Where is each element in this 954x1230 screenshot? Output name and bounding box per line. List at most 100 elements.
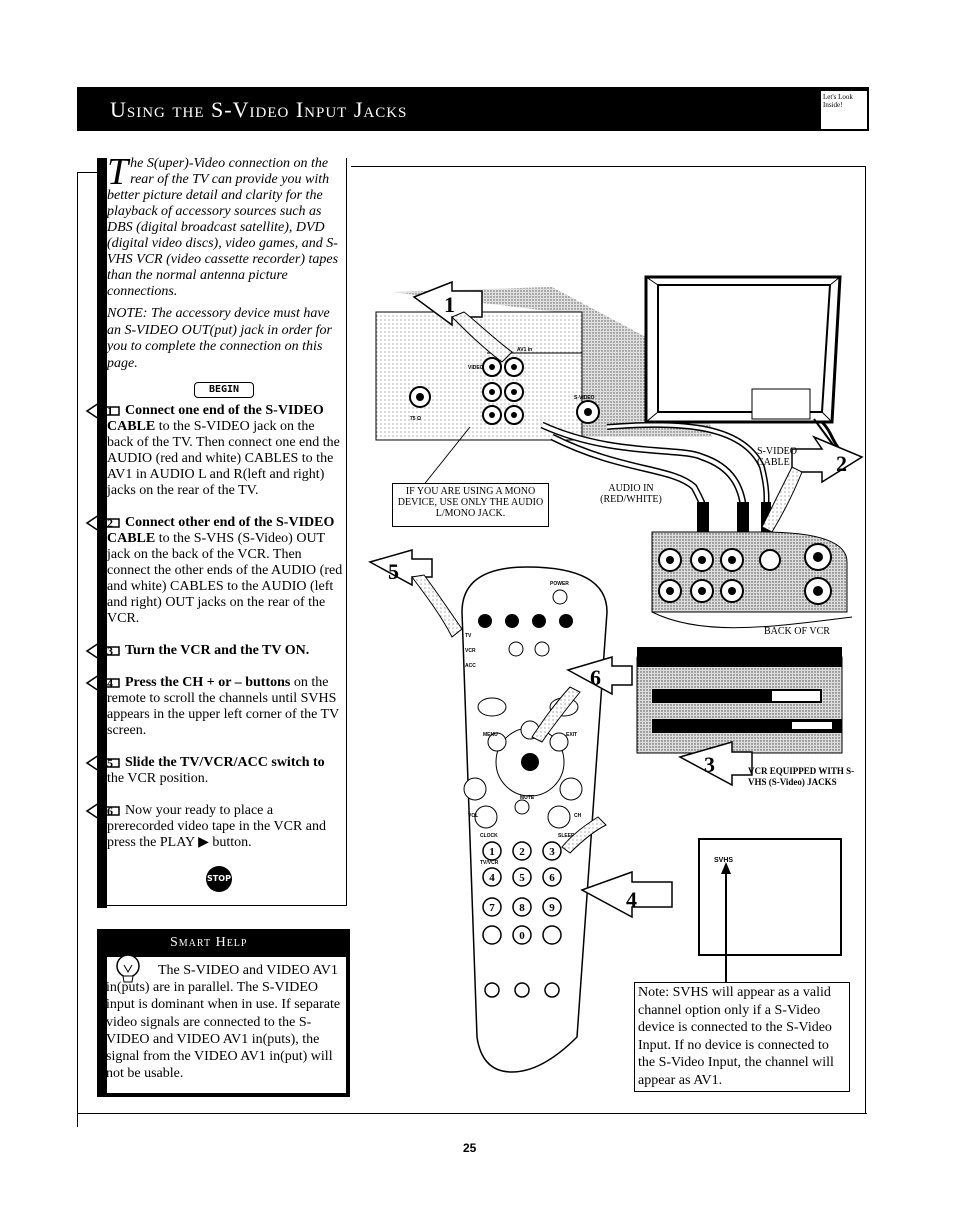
step-bold: Press the CH + or – buttons bbox=[125, 675, 291, 690]
svg-text:S-VIDEO: S-VIDEO bbox=[574, 395, 595, 401]
svg-text:6: 6 bbox=[549, 872, 555, 884]
callout-4: 4 bbox=[626, 887, 637, 912]
vcr-front bbox=[636, 647, 843, 754]
svg-text:CLOCK: CLOCK bbox=[480, 833, 498, 839]
step-arrow-icon: 5 bbox=[85, 753, 120, 773]
page-number: 25 bbox=[463, 1141, 477, 1155]
page-title: Using the S-Video Input Jacks bbox=[110, 97, 408, 122]
step-arrow-icon: 1 bbox=[85, 401, 120, 421]
tv-set bbox=[644, 275, 843, 458]
svg-text:75 Ω: 75 Ω bbox=[410, 416, 421, 422]
remote-control bbox=[461, 566, 608, 1073]
tv-rear-panel bbox=[375, 287, 712, 441]
step-number: 2 bbox=[107, 516, 113, 530]
svhs-screen-label: SVHS bbox=[714, 857, 734, 864]
smart-help-frame-right bbox=[346, 957, 350, 1097]
smart-help-header bbox=[97, 929, 350, 957]
svhs-note-box: Note: SVHS will appear as a valid channe… bbox=[634, 982, 850, 1092]
step-text: the VCR position. bbox=[107, 771, 209, 786]
intro-note: NOTE: The accessory device must have an … bbox=[107, 306, 333, 371]
svg-text:CH: CH bbox=[574, 813, 582, 819]
step-arrow-icon: 6 bbox=[85, 801, 120, 821]
svg-text:VCR: VCR bbox=[465, 648, 476, 654]
smart-help-title: Smart Help bbox=[170, 935, 248, 950]
look-inside-icon-text: Let's Look Inside! bbox=[823, 93, 853, 109]
look-inside-icon: Let's Look Inside! bbox=[820, 90, 868, 130]
svg-text:4: 4 bbox=[489, 872, 495, 884]
av-jacks bbox=[482, 357, 600, 425]
step-bar bbox=[97, 769, 102, 791]
step-arrow-icon: 4 bbox=[85, 673, 120, 693]
step-5: 5 Slide the TV/VCR/ACC switch to the VCR… bbox=[85, 753, 343, 791]
step-text: to the S-VHS (S-Video) OUT jack on the b… bbox=[107, 531, 343, 626]
svg-text:8: 8 bbox=[519, 902, 525, 914]
smart-help-frame-bottom bbox=[97, 1093, 350, 1097]
drop-cap: T bbox=[107, 151, 129, 193]
svg-text:MUTE: MUTE bbox=[520, 795, 535, 801]
callout-1: 1 bbox=[444, 292, 455, 317]
callout-arrows bbox=[368, 280, 864, 919]
step-text: Now your ready to place a prerecorded vi… bbox=[107, 803, 327, 850]
title-bar bbox=[77, 87, 869, 131]
begin-label: BEGIN bbox=[194, 382, 254, 398]
callout-3: 3 bbox=[704, 752, 715, 777]
svg-text:3: 3 bbox=[549, 846, 555, 858]
bottom-rule bbox=[77, 1113, 867, 1114]
svideo-cable-label: S-VIDEO CABLE bbox=[757, 446, 797, 468]
smart-help-text: The S-VIDEO and VIDEO AV1 in(puts) are i… bbox=[106, 962, 342, 1082]
svg-text:0: 0 bbox=[519, 930, 525, 942]
step-text: on the remote to scroll the channels unt… bbox=[107, 675, 339, 738]
audio-in-label: AUDIO IN (RED/WHITE) bbox=[600, 483, 662, 505]
vcr-equipped-label: VCR EQUIPPED WITH S-VHS (S-Video) JACKS bbox=[748, 766, 855, 787]
svg-text:EXIT: EXIT bbox=[566, 732, 577, 738]
step-3: 3 Turn the VCR and the TV ON. bbox=[85, 641, 343, 661]
callout-5: 5 bbox=[388, 559, 399, 584]
step-number: 6 bbox=[107, 804, 113, 818]
step-1: 1 Connect one end of the S-VIDEO CABLE t… bbox=[85, 401, 343, 501]
instructions-frame-right bbox=[346, 158, 347, 906]
svg-text:9: 9 bbox=[549, 902, 555, 914]
svg-text:2: 2 bbox=[519, 846, 525, 858]
svg-text:7: 7 bbox=[489, 902, 495, 914]
svg-text:TV: TV bbox=[465, 633, 472, 639]
step-number: 3 bbox=[107, 644, 113, 658]
svg-text:VOL: VOL bbox=[468, 813, 478, 819]
smart-help-frame-left bbox=[97, 957, 107, 1097]
lightbulb-icon bbox=[116, 954, 140, 983]
svg-text:POWER: POWER bbox=[550, 581, 569, 587]
step-bold: Slide the TV/VCR/ACC switch to bbox=[125, 755, 325, 770]
svg-text:TV/VCR: TV/VCR bbox=[480, 860, 499, 866]
back-of-vcr-label: BACK OF VCR bbox=[764, 626, 830, 637]
vcr-back-panel bbox=[651, 531, 853, 629]
plugs bbox=[697, 502, 771, 534]
callout-2: 2 bbox=[836, 451, 847, 476]
pointer-arrow-icon bbox=[721, 862, 731, 984]
svg-text:SLEEP: SLEEP bbox=[558, 833, 575, 839]
tv-screen bbox=[698, 838, 842, 956]
svg-text:ACC: ACC bbox=[465, 663, 476, 669]
step-text: to the S-VIDEO jack on the back of the T… bbox=[107, 419, 340, 498]
svg-text:MENU: MENU bbox=[483, 732, 498, 738]
intro-body: he S(uper)-Video connection on the rear … bbox=[107, 156, 339, 299]
step-number: 1 bbox=[107, 404, 113, 418]
step-bold: Connect one end of the S-VIDEO CABLE bbox=[107, 403, 324, 434]
svg-text:VIDEO: VIDEO bbox=[468, 365, 484, 371]
callout-6: 6 bbox=[590, 665, 601, 690]
step-number: 5 bbox=[107, 756, 113, 770]
svg-text:5: 5 bbox=[519, 872, 525, 884]
step-number: 4 bbox=[107, 676, 113, 690]
number-keys bbox=[482, 841, 562, 998]
hand-icons bbox=[411, 311, 803, 854]
step-bar bbox=[97, 421, 102, 501]
step-bold: Turn the VCR and the TV ON. bbox=[125, 643, 310, 658]
stop-icon: STOP bbox=[206, 866, 232, 892]
connection-diagram: 1 2 3 4 5 6 POWER TV VCR ACC MENU EXIT M… bbox=[368, 275, 864, 1073]
step-bar bbox=[97, 693, 102, 741]
step-2: 2 Connect other end of the S-VIDEO CABLE… bbox=[85, 513, 343, 643]
instructions-frame bbox=[97, 158, 357, 908]
svg-text:AV1 in: AV1 in bbox=[517, 347, 532, 353]
step-bar bbox=[97, 533, 102, 643]
step-arrow-icon: 3 bbox=[85, 641, 120, 661]
step-bar bbox=[97, 823, 102, 853]
